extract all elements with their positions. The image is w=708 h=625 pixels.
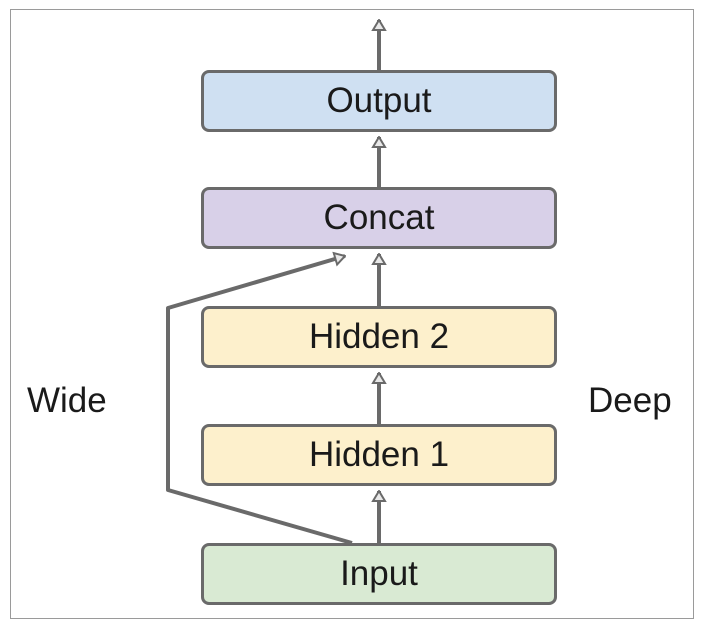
hidden2-node-label: Hidden 2: [308, 317, 450, 356]
diagram-frame: [10, 9, 694, 619]
input-node-label: Input: [340, 554, 418, 593]
output-node: Output: [201, 70, 557, 132]
hidden1-node-label: Hidden 1: [308, 435, 450, 474]
concat-node: Concat: [201, 187, 557, 249]
concat-node-label: Concat: [323, 198, 435, 237]
deep-path-label: Deep: [588, 381, 672, 420]
hidden2-node: Hidden 2: [201, 306, 557, 368]
hidden1-node: Hidden 1: [201, 424, 557, 486]
output-node-label: Output: [326, 81, 432, 120]
arrow-wide-path: [166, 256, 353, 545]
input-node: Input: [201, 543, 557, 605]
wide-path-label: Wide: [27, 381, 107, 420]
